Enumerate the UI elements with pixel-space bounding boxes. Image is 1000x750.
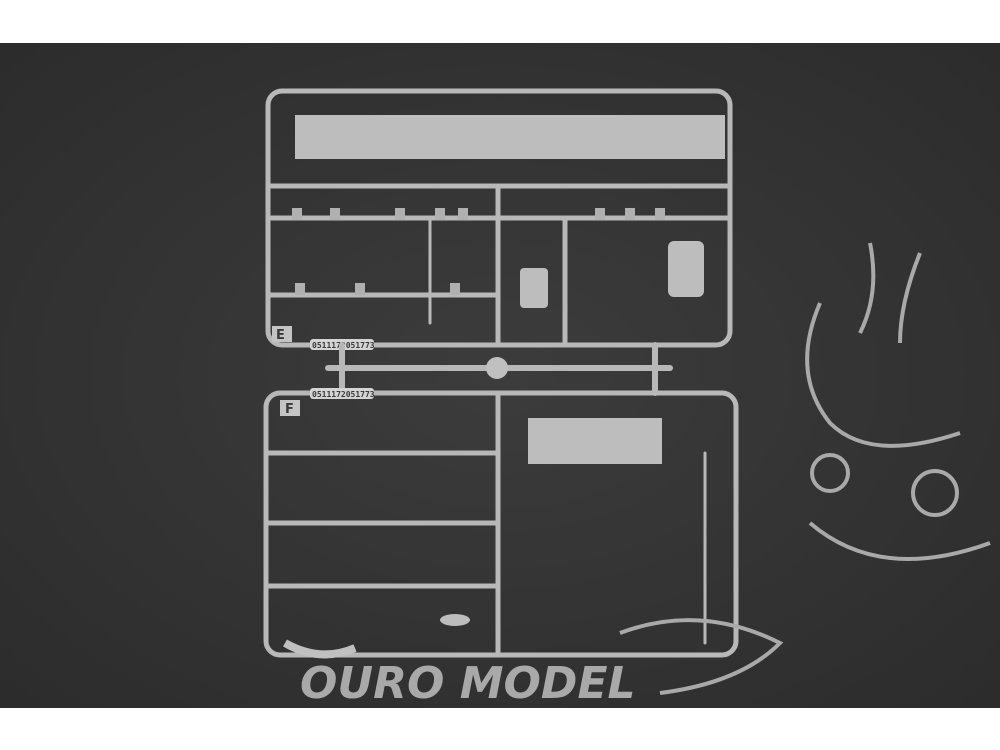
- part-long-panel: [295, 115, 725, 159]
- part-seat: [520, 268, 548, 308]
- sprue-f-letter: F: [285, 402, 294, 417]
- sprue-f-code: 0511172051773: [312, 390, 375, 399]
- part-cabin: [668, 241, 704, 297]
- part-curved-bar: [283, 639, 357, 659]
- part-oval: [440, 614, 470, 626]
- watermark-logo: [619, 242, 991, 695]
- sprue-e-letter-tab: [272, 326, 292, 342]
- sprue-e-letter: E: [276, 328, 285, 343]
- part-panel: [528, 418, 662, 464]
- sprue-photo: E 0511172051773 0511172051773 F: [0, 43, 1000, 708]
- sprue-illustration: E 0511172051773 0511172051773 F: [0, 43, 1000, 708]
- watermark-text: OURO MODEL: [300, 658, 636, 708]
- sprue-f: [263, 390, 739, 658]
- sprue-f-code-tag: [310, 388, 374, 399]
- sprue-gate-disc: [486, 357, 508, 379]
- sprue-f-letter-tab: [280, 400, 300, 416]
- small-parts-e: [292, 208, 665, 295]
